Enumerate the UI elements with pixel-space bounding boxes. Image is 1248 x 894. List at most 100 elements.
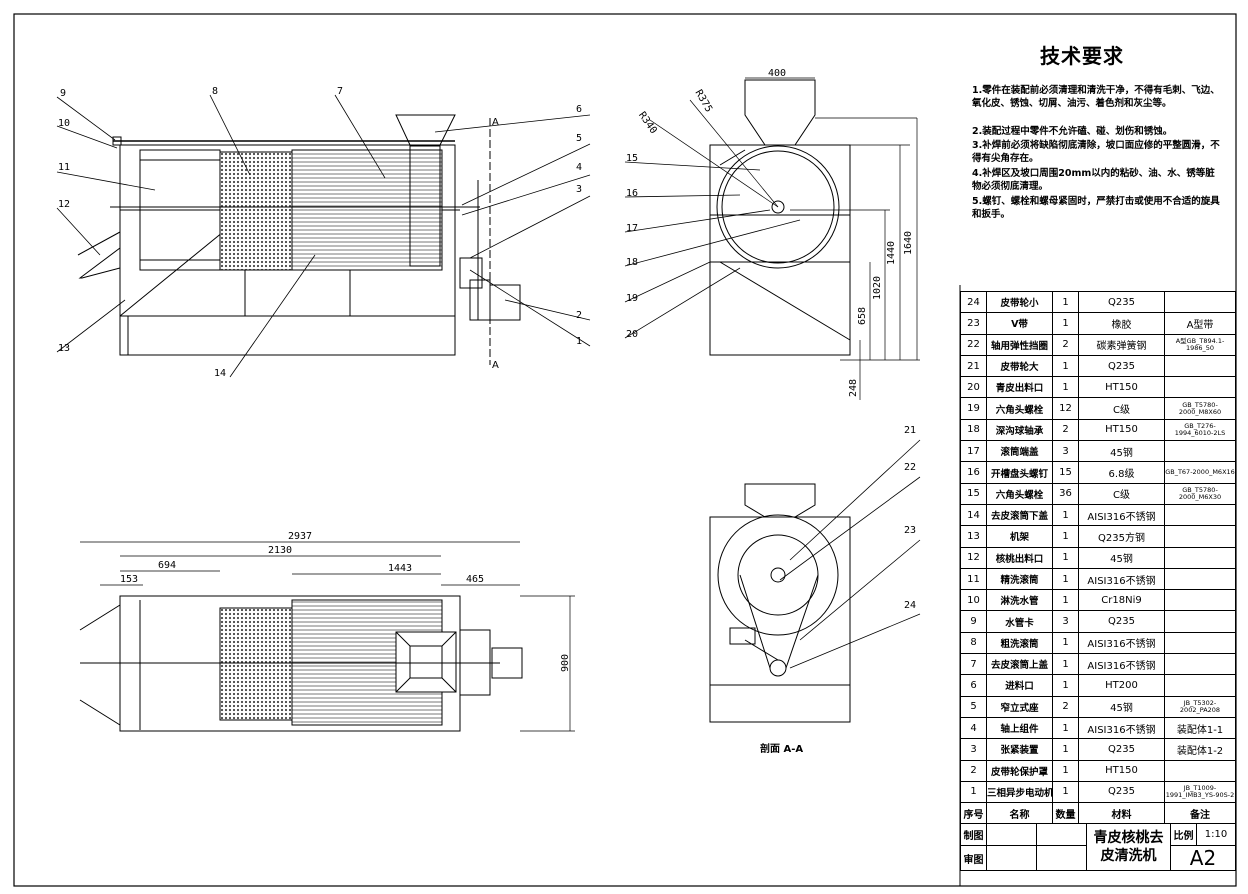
balloon-23: 23 — [904, 525, 917, 536]
balloon-6: 6 — [576, 104, 583, 115]
bom-cell-note — [1164, 674, 1236, 697]
section-label: 剖面 A-A — [760, 744, 804, 755]
bom-header-cell: 名称 — [986, 802, 1053, 825]
bom-cell-no: 16 — [960, 461, 987, 484]
bom-cell-material: HT200 — [1078, 674, 1165, 697]
bom-cell-no: 8 — [960, 631, 987, 655]
balloon-10: 10 — [58, 118, 71, 129]
req-item-1: 1.零件在装配前必须清理和清洗干净，不得有毛刺、飞边、氧化皮、锈蚀、切屑、油污、… — [972, 85, 1220, 109]
section-leaders — [779, 439, 921, 669]
balloon-20: 20 — [626, 329, 639, 340]
drawn-value — [986, 823, 1037, 846]
checked-value — [986, 845, 1037, 871]
balloon-7: 7 — [337, 86, 344, 97]
bom-cell-no: 17 — [960, 440, 987, 463]
bom-cell-note: JB_T1009-1991_IMB3_YS-90S-2 — [1164, 780, 1236, 804]
side-dims — [649, 77, 920, 400]
bom-cell-qty: 1 — [1052, 354, 1079, 378]
bom-cell-no: 2 — [960, 759, 987, 782]
req-item-2: 2.装配过程中零件不允许磕、碰、划伤和锈蚀。 — [972, 126, 1173, 137]
front-leaders — [56, 94, 591, 378]
bom-header-cell: 备注 — [1164, 802, 1236, 825]
dim-248: 248 — [848, 378, 859, 397]
bom-cell-name: 六角头螺栓 — [986, 397, 1053, 420]
bom-cell-material: 6.8级 — [1078, 461, 1165, 484]
bom-cell-material: Q235 — [1078, 780, 1165, 804]
bom-cell-material: 45钢 — [1078, 440, 1165, 463]
section-view — [709, 483, 851, 723]
bom-cell-no: 23 — [960, 312, 987, 335]
bom-cell-material: C级 — [1078, 397, 1165, 420]
bom-cell-name: 水管卡 — [986, 610, 1053, 633]
bom-cell-note — [1164, 653, 1236, 676]
bom-cell-no: 20 — [960, 376, 987, 399]
bom-cell-name: 核桃出料口 — [986, 546, 1053, 569]
bom-cell-name: 机架 — [986, 525, 1053, 548]
bom-cell-qty: 1 — [1052, 567, 1079, 591]
bom-cell-material: AISI316不锈钢 — [1078, 653, 1165, 676]
bom-cell-material: Q235 — [1078, 354, 1165, 378]
bom-cell-name: 三相异步电动机 — [986, 780, 1053, 804]
balloon-12: 12 — [58, 199, 71, 210]
bom-cell-qty: 3 — [1052, 440, 1079, 463]
bom-cell-material: Q235 — [1078, 738, 1165, 761]
side-leaders — [624, 161, 801, 339]
bom-cell-qty: 2 — [1052, 333, 1079, 356]
bom-cell-no: 12 — [960, 546, 987, 569]
dim-1440: 1440 — [886, 240, 897, 265]
bom-cell-material: HT150 — [1078, 759, 1165, 782]
balloon-24: 24 — [904, 600, 917, 611]
drawing-name-line2: 皮清洗机 — [1100, 848, 1157, 864]
bom-cell-qty: 12 — [1052, 397, 1079, 420]
section-mark-top: A — [492, 117, 499, 128]
dim-2937: 2937 — [288, 531, 313, 542]
balloon-19: 19 — [626, 293, 639, 304]
bom-cell-material: Q235 — [1078, 290, 1165, 314]
bom-cell-no: 1 — [960, 780, 987, 804]
bom-cell-name: 轴上组件 — [986, 716, 1053, 740]
bom-cell-note: A型GB_T894.1-1986_50 — [1164, 333, 1236, 356]
bom-cell-name: 皮带轮大 — [986, 354, 1053, 378]
bom-cell-no: 11 — [960, 567, 987, 591]
sheet-border — [13, 13, 1237, 887]
bom-cell-note: A型带 — [1164, 312, 1236, 335]
bom-cell-material: Q235方钢 — [1078, 525, 1165, 548]
sheet-size: A2 — [1170, 845, 1236, 871]
bom-cell-name: 轴用弹性挡圈 — [986, 333, 1053, 356]
bom-header-row: 序号名称数量材料备注 — [960, 802, 1236, 825]
drawn-label: 制图 — [960, 823, 987, 846]
bom-cell-note: 装配体1-1 — [1164, 716, 1236, 740]
bom-cell-qty: 1 — [1052, 631, 1079, 655]
bom-cell-name: 粗洗滚筒 — [986, 631, 1053, 655]
dim-153: 153 — [120, 574, 139, 585]
bom-cell-note — [1164, 503, 1236, 527]
bom-cell-note — [1164, 525, 1236, 548]
bom-cell-qty: 15 — [1052, 461, 1079, 484]
title-block: 制图 青皮核桃去 皮清洗机 比例 1:10 审图 A2 — [960, 823, 1236, 871]
bom-cell-no: 6 — [960, 674, 987, 697]
balloon-15: 15 — [626, 153, 639, 164]
bom-cell-qty: 2 — [1052, 695, 1079, 718]
bom-cell-qty: 1 — [1052, 674, 1079, 697]
bom-cell-name: V带 — [986, 312, 1053, 335]
bom-cell-name: 滚筒端盖 — [986, 440, 1053, 463]
bom-cell-qty: 1 — [1052, 546, 1079, 569]
balloon-22: 22 — [904, 462, 917, 473]
balloon-14: 14 — [214, 368, 227, 379]
bom-cell-note — [1164, 610, 1236, 633]
bom-cell-no: 4 — [960, 716, 987, 740]
bom-cell-qty: 1 — [1052, 376, 1079, 399]
bom-cell-note — [1164, 567, 1236, 591]
bom-cell-note — [1164, 546, 1236, 569]
bom-cell-no: 10 — [960, 589, 987, 612]
bom-cell-no: 5 — [960, 695, 987, 718]
checked-label: 审图 — [960, 845, 987, 871]
